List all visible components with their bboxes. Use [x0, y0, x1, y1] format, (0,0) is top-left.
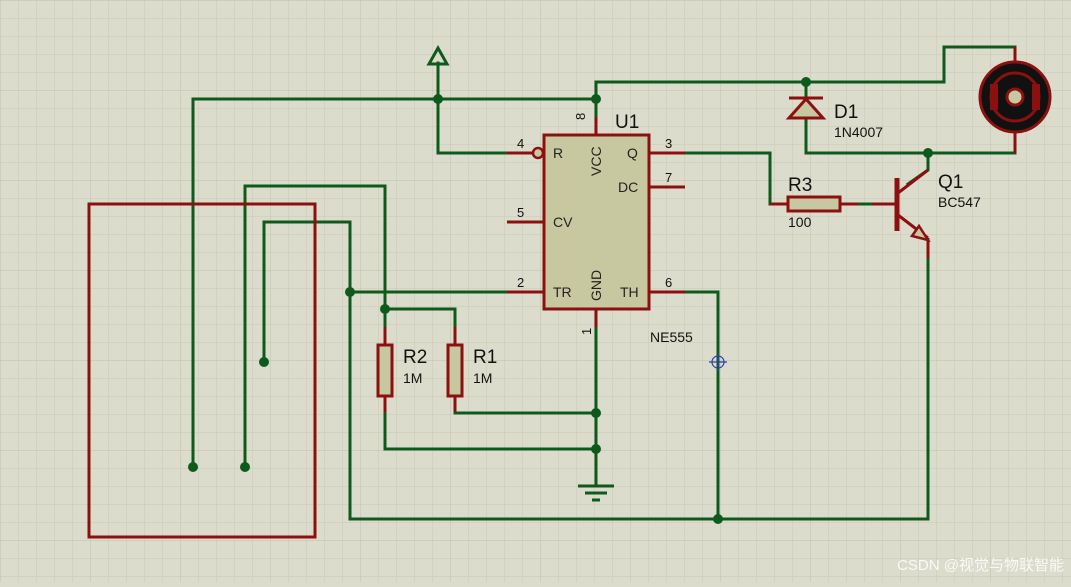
motor-icon[interactable] — [978, 47, 1052, 153]
resistor-r1[interactable]: R1 1M — [446, 327, 497, 412]
u1-pin-vcc-label: VCC — [588, 146, 604, 176]
motor-shaft-right — [1032, 84, 1040, 110]
r1-reference: R1 — [473, 347, 497, 368]
junction-dot — [591, 408, 601, 418]
junction-dot — [923, 148, 933, 158]
d1-reference: D1 — [834, 102, 858, 123]
q1-reference: Q1 — [938, 172, 963, 193]
ground-icon[interactable] — [578, 484, 614, 502]
r2-body — [376, 343, 394, 398]
r1-body — [446, 343, 464, 398]
u1-pin-r-label: R — [553, 145, 563, 161]
junction-dot — [433, 94, 443, 104]
u1-reference: U1 — [615, 112, 639, 133]
u1-pin-7-number: 7 — [665, 170, 672, 185]
q1-value: BC547 — [938, 194, 981, 210]
origin-marker-icon — [709, 353, 727, 371]
junction-dot — [259, 357, 269, 367]
u1-pin-cv-label: CV — [553, 214, 573, 230]
power-terminal-icon[interactable] — [426, 44, 450, 66]
u1-pin-6-number: 6 — [665, 275, 672, 290]
junction-dot — [591, 94, 601, 104]
wire-power-flag — [436, 61, 526, 155]
motor-hub — [1005, 87, 1025, 107]
wire-vcc-rail — [191, 97, 598, 469]
q1-emitter-arrow-icon — [909, 223, 931, 242]
junction-dot — [591, 444, 601, 454]
u1-ne555-chip[interactable]: 4 5 2 3 7 6 8 1 R CV TR Q DC TH VCC GND … — [507, 112, 693, 345]
resistor-r3[interactable]: R3 100 — [770, 175, 858, 230]
u1-body — [542, 133, 651, 311]
u1-pin-tr-label: TR — [553, 284, 572, 300]
diode-d1[interactable]: D1 1N4007 — [785, 96, 883, 140]
u1-pin-th-label: TH — [620, 284, 639, 300]
sensor-probe-box[interactable] — [87, 202, 317, 539]
q1-collector-line — [897, 168, 929, 195]
u1-pin-3-number: 3 — [665, 136, 672, 151]
r2-reference: R2 — [403, 347, 427, 368]
junction-dot — [801, 77, 811, 87]
junction-dot — [240, 462, 250, 472]
diode-triangle-icon — [785, 96, 827, 120]
u1-pin-1-number: 1 — [579, 328, 594, 335]
u1-pin-gnd-label: GND — [588, 270, 604, 301]
r3-reference: R3 — [788, 175, 812, 196]
junction-dot — [188, 462, 198, 472]
junctions — [188, 77, 933, 524]
r1-value: 1M — [473, 370, 492, 386]
wire-r2-bottom — [383, 393, 598, 451]
u1-value: NE555 — [650, 329, 693, 345]
u1-pin-5-number: 5 — [517, 205, 524, 220]
r3-body — [786, 195, 842, 213]
wire-probe-1 — [243, 184, 387, 469]
u1-pin-q-label: Q — [627, 145, 638, 161]
d1-value: 1N4007 — [834, 124, 883, 140]
wire-probe-2 — [262, 220, 930, 521]
motor-shaft-left — [990, 84, 998, 110]
r2-value: 1M — [403, 370, 422, 386]
transistor-q1[interactable]: Q1 BC547 — [872, 168, 981, 258]
junction-dot — [713, 514, 723, 524]
junction-dot — [380, 304, 390, 314]
u1-pin-dc-label: DC — [618, 179, 638, 195]
u1-pin-2-number: 2 — [517, 275, 524, 290]
junction-dot — [345, 287, 355, 297]
u1-pin-4-number: 4 — [517, 136, 524, 151]
u1-pin-8-number: 8 — [573, 113, 588, 120]
r3-value: 100 — [788, 214, 812, 230]
watermark: CSDN @视觉与物联智能 — [897, 556, 1064, 574]
u1-reset-bubble-icon — [531, 146, 545, 160]
resistor-r2[interactable]: R2 1M — [376, 327, 427, 412]
